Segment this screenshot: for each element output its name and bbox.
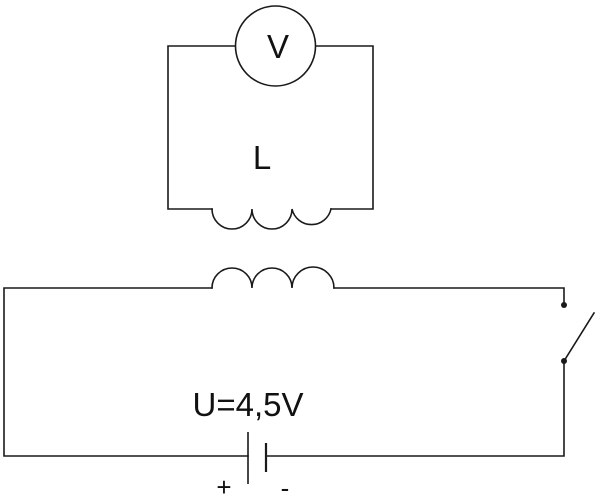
switch-lever: [562, 311, 596, 363]
voltmeter-symbol: V: [267, 28, 289, 65]
battery-plus-label: +: [216, 472, 231, 500]
secondary-wire-right: [314, 45, 374, 210]
battery: U=4,5V + -: [193, 386, 304, 500]
switch-contact-top: [561, 302, 567, 308]
secondary-coil: [211, 208, 332, 230]
primary-circuit: U=4,5V + -: [3, 266, 596, 500]
battery-voltage-label: U=4,5V: [193, 386, 304, 423]
voltmeter-circle: [234, 5, 317, 87]
switch: [561, 302, 596, 364]
secondary-coil-label: L: [253, 139, 271, 176]
primary-wire-right: [333, 287, 565, 305]
battery-minus-label: -: [281, 473, 290, 500]
secondary-circuit: V L: [167, 5, 374, 230]
voltmeter: V: [234, 5, 317, 87]
primary-coil: [211, 266, 335, 289]
primary-wire-bottom-right: [265, 360, 565, 457]
primary-wire-left: [3, 287, 249, 457]
secondary-wire-left: [167, 45, 237, 210]
